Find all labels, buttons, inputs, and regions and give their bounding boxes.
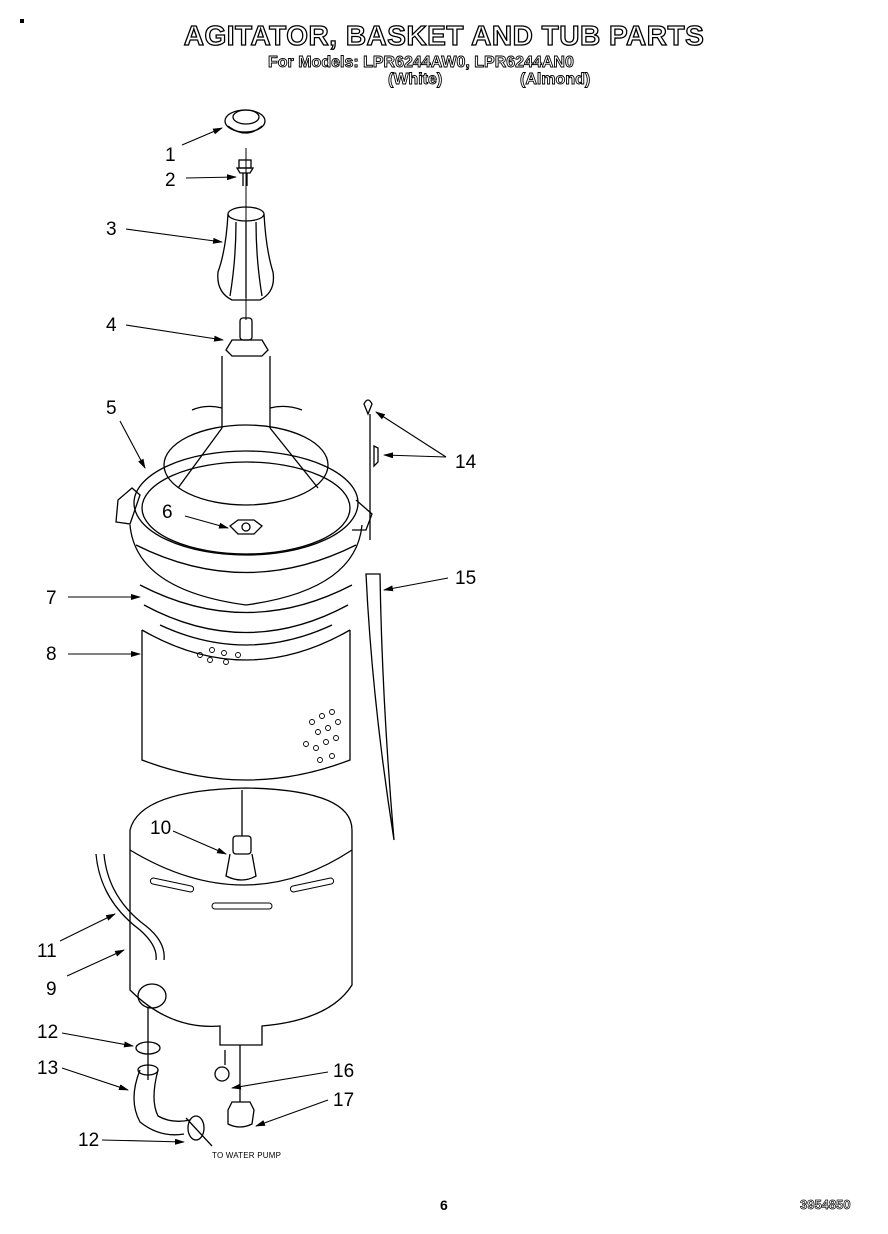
registration-mark <box>20 19 24 23</box>
part-17-seal <box>227 1045 255 1128</box>
callout-6: 6 <box>162 502 173 523</box>
part-13-drain-hose <box>133 1064 191 1136</box>
part-2-bolt <box>235 159 255 186</box>
callout-1: 1 <box>165 145 176 166</box>
callout-17: 17 <box>333 1090 355 1111</box>
part-8-basket <box>141 624 351 781</box>
part-4-drive <box>225 317 269 357</box>
part-1-cap <box>224 109 266 134</box>
part-5-agitator-base <box>163 356 329 506</box>
callout-3: 3 <box>106 219 117 240</box>
callout-14: 14 <box>455 452 477 473</box>
callout-11: 11 <box>37 941 57 962</box>
callout-5: 5 <box>106 398 117 419</box>
part-9-tub <box>129 787 353 1046</box>
diagram-title: AGITATOR, BASKET AND TUB PARTS <box>183 19 705 51</box>
callout-10: 10 <box>150 818 172 839</box>
variant-white: (White) <box>388 71 443 89</box>
part-12-clamp-upper <box>135 1041 161 1055</box>
part-6-nut <box>229 519 263 535</box>
part-15-strip <box>365 573 395 841</box>
part-3-barrel <box>217 206 275 301</box>
callout-8: 8 <box>46 644 57 665</box>
callout-12-upper: 12 <box>37 1022 59 1043</box>
callout-7: 7 <box>46 588 57 609</box>
document-number: 3954850 <box>800 1197 851 1213</box>
callout-12-lower: 12 <box>78 1130 100 1151</box>
page-number: 6 <box>440 1197 448 1213</box>
part-12-clamp-lower <box>185 1115 213 1147</box>
to-water-pump-label: TO WATER PUMP <box>212 1151 282 1160</box>
callout-16: 16 <box>333 1061 355 1082</box>
callout-15: 15 <box>455 568 477 589</box>
variant-almond: (Almond) <box>520 71 591 89</box>
part-10-fitting <box>225 790 257 881</box>
callout-4: 4 <box>106 315 117 336</box>
part-11-hose <box>95 853 165 961</box>
callout-2: 2 <box>165 170 176 191</box>
tub-outlet <box>137 983 167 1080</box>
models-line: For Models: LPR6244AW0, LPR6244AN0 <box>268 54 575 72</box>
part-16-screw <box>214 1050 230 1082</box>
part-7-balance-ring <box>115 450 373 634</box>
callout-9: 9 <box>46 979 57 1000</box>
callout-13: 13 <box>37 1058 59 1079</box>
part-14-clips <box>363 399 379 540</box>
